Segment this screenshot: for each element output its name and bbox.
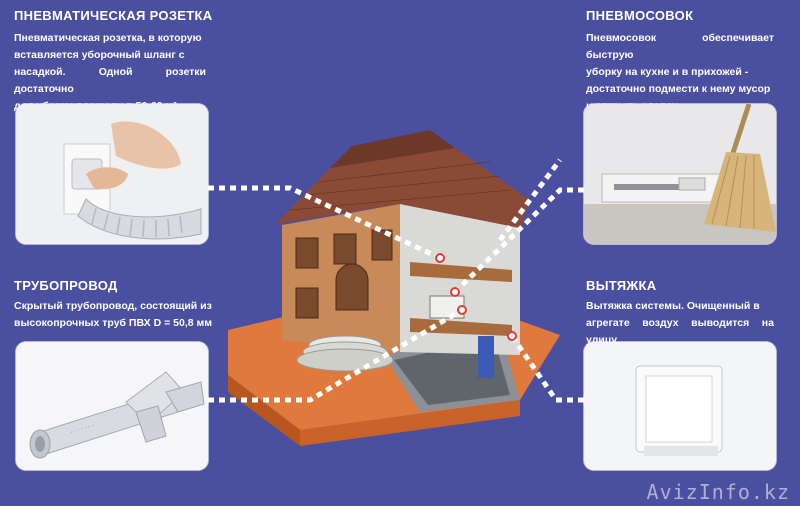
dustpan-line: достаточно подмести к нему мусор	[586, 83, 771, 95]
connector-dustpan	[453, 187, 584, 294]
marker-socket	[435, 253, 445, 263]
socket-line: вставляется уборочный шланг с	[14, 49, 185, 61]
house-steps	[296, 335, 394, 372]
pipe-line: высокопрочных труб ПВХ D = 50,8 мм	[14, 317, 213, 329]
watermark: AvizInfo.kz	[646, 480, 790, 504]
socket-photo	[16, 104, 208, 244]
pipe-description: Скрытый трубопровод, состоящий из высоко…	[14, 298, 214, 332]
exhaust-photo	[584, 342, 776, 470]
exhaust-line: Вытяжка системы. Очищенный в	[586, 300, 760, 312]
dustpan-line: уборку на кухне и в прихожей -	[586, 66, 749, 78]
marker-pipe	[457, 305, 467, 315]
pipe-photo: · · · · · · ·	[16, 342, 208, 470]
connector-roof	[498, 158, 562, 242]
dustpan-line: Пневмосовок обеспечивает быструю	[586, 32, 774, 61]
marker-dustpan	[450, 287, 460, 297]
connector-exhaust	[509, 334, 584, 403]
dustpan-illustration	[584, 104, 776, 244]
exhaust-illustration	[584, 342, 776, 470]
pipe-illustration: · · · · · · ·	[16, 342, 208, 470]
connector-lines	[208, 158, 584, 403]
connector-markers	[435, 253, 517, 341]
socket-line: Пневматическая розетка, в которую	[14, 32, 202, 44]
socket-illustration	[16, 104, 208, 244]
pipe-title: ТРУБОПРОВОД	[14, 278, 118, 293]
house-roof	[276, 130, 530, 228]
socket-line: насадкой. Одной розетки достаточно	[14, 66, 206, 95]
dustpan-title: ПНЕВМОСОВОК	[586, 8, 694, 23]
pipe-line: Скрытый трубопровод, состоящий из	[14, 300, 212, 312]
house-walls	[282, 204, 520, 378]
dustpan-photo	[584, 104, 776, 244]
marker-exhaust	[507, 331, 517, 341]
exhaust-title: ВЫТЯЖКА	[586, 278, 657, 293]
socket-title: ПНЕВМАТИЧЕСКАЯ РОЗЕТКА	[14, 8, 213, 23]
connector-pipe	[208, 307, 464, 403]
connector-socket	[208, 185, 442, 261]
